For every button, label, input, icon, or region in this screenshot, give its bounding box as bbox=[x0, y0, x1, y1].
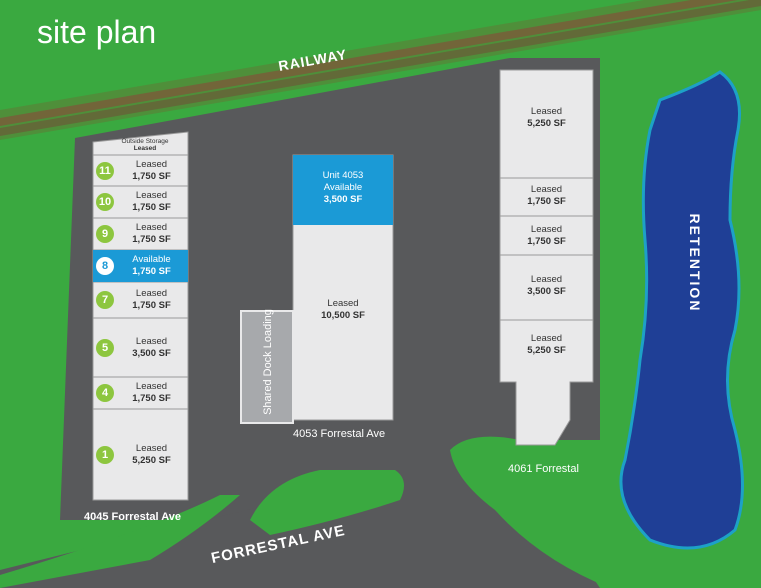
unit-4053-name: Unit 4053 bbox=[322, 170, 364, 181]
unit-status: Leased bbox=[135, 288, 168, 299]
retention-label: RETENTION bbox=[687, 213, 703, 313]
outside-storage-status: Leased bbox=[133, 145, 157, 152]
unit-status: Available bbox=[132, 254, 171, 265]
outside-storage[interactable]: Outside Storage Leased bbox=[105, 138, 185, 152]
unit-4053[interactable]: Unit 4053 Available 3,500 SF bbox=[293, 170, 393, 206]
railway-track bbox=[0, 0, 738, 126]
unit-number-badge: 11 bbox=[96, 161, 114, 180]
railway-track-2 bbox=[0, 0, 761, 136]
unit-4053-leased[interactable]: Leased 10,500 SF bbox=[293, 298, 393, 322]
building-4061-label: 4061 Forrestal bbox=[508, 463, 579, 475]
unit-size: 1,750 SF bbox=[132, 202, 171, 213]
unit-4053-fill bbox=[293, 155, 393, 225]
unit-size: 10,500 SF bbox=[321, 310, 365, 321]
unit-size: 1,750 SF bbox=[132, 393, 171, 404]
unit-number-badge: 1 bbox=[96, 445, 114, 464]
unit-status: Leased bbox=[135, 158, 168, 170]
unit-size: 1,750 SF bbox=[132, 300, 171, 311]
unit-size: 5,250 SF bbox=[527, 345, 566, 356]
unit-number-badge: 5 bbox=[96, 338, 114, 357]
building-4061-shape bbox=[499, 69, 594, 446]
unit-size: 1,750 SF bbox=[132, 266, 171, 277]
unit-size: 1,750 SF bbox=[132, 170, 171, 182]
unit-4053-status: Available bbox=[323, 182, 363, 193]
unit-size: 5,250 SF bbox=[132, 454, 171, 466]
grass-island-right bbox=[450, 436, 610, 588]
unit-size: 1,750 SF bbox=[527, 236, 566, 247]
unit-status: Leased bbox=[530, 224, 563, 235]
building-4053-label: 4053 Forrestal Ave bbox=[293, 428, 386, 440]
access-road bbox=[380, 440, 470, 520]
unit-4053-size: 3,500 SF bbox=[323, 194, 363, 205]
unit-status: Leased bbox=[530, 184, 563, 195]
unit-number-badge: 8 bbox=[96, 257, 114, 275]
page-title: site plan bbox=[37, 14, 157, 50]
unit-number-badge: 10 bbox=[96, 193, 114, 211]
unit-size: 5,250 SF bbox=[527, 118, 566, 129]
shared-dock-shape bbox=[240, 310, 294, 424]
unit-number-badge: 4 bbox=[96, 384, 114, 402]
unit-size: 3,500 SF bbox=[527, 286, 566, 297]
building-4045-label: 4045 Forrestal Ave bbox=[84, 511, 182, 523]
unit-status: Leased bbox=[530, 333, 563, 344]
grass-island-center bbox=[250, 470, 404, 535]
unit-status: Leased bbox=[530, 106, 563, 117]
outside-storage-label: Outside Storage bbox=[121, 138, 169, 145]
shared-dock-label: Shared Dock Loading bbox=[262, 309, 274, 415]
unit-status: Leased bbox=[135, 442, 168, 454]
unit-number-badge: 9 bbox=[96, 225, 114, 243]
unit-status: Leased bbox=[327, 298, 359, 309]
unit-status: Leased bbox=[530, 274, 563, 285]
unit-status: Leased bbox=[135, 190, 168, 201]
unit-status: Leased bbox=[135, 335, 168, 347]
building-4045-shape bbox=[92, 131, 189, 501]
unit-number-badge: 7 bbox=[96, 291, 114, 309]
grass-island-left bbox=[0, 495, 240, 588]
unit-status: Leased bbox=[135, 381, 168, 392]
unit-size: 1,750 SF bbox=[132, 234, 171, 245]
unit-status: Leased bbox=[135, 222, 168, 233]
unit-size: 3,500 SF bbox=[132, 347, 171, 359]
unit-size: 1,750 SF bbox=[527, 196, 566, 207]
retention-pond bbox=[619, 70, 744, 550]
